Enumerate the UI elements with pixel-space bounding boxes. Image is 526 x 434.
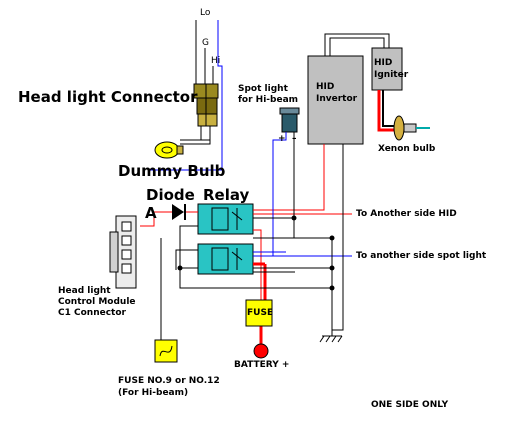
blue-wires (150, 20, 352, 257)
hid-igniter-label-2: Igniter (374, 70, 409, 80)
connector-input-wires (195, 20, 214, 84)
diode-label: Diode (146, 186, 195, 204)
one-side-only-label: ONE SIDE ONLY (371, 400, 449, 410)
headlight-connector-icon (193, 83, 219, 140)
ground-icon (319, 335, 343, 343)
battery-icon (253, 343, 269, 359)
module-label-2: Control Module (58, 297, 136, 307)
hid-invertor-label-1: HID (316, 82, 335, 92)
relay-lower (197, 243, 254, 275)
wire-label-hi: Hi (211, 56, 221, 66)
battery-label: BATTERY + (234, 360, 290, 370)
hid-invertor-box (307, 55, 364, 145)
fuse-label: FUSE (247, 308, 274, 318)
spot-minus-label: – (292, 134, 297, 144)
hid-invertor-label-2: Invertor (316, 94, 358, 104)
diode-icon (172, 204, 186, 220)
spot-light-label: Spot light (238, 84, 288, 94)
headlight-connector-label: Head light Connector (18, 88, 198, 106)
xenon-feed (377, 90, 394, 132)
hid-cable (324, 33, 390, 56)
fuse-block-icon (154, 339, 178, 363)
xenon-bulb-icon (393, 115, 430, 141)
wire-label-lo: Lo (200, 8, 211, 18)
xenon-bulb-label: Xenon bulb (378, 144, 436, 154)
dummy-bulb-label: Dummy Bulb (118, 162, 226, 180)
to-another-spot-label: To another side spot light (356, 251, 487, 261)
hid-igniter-label-1: HID (374, 58, 393, 68)
module-label-3: C1 Connector (58, 308, 126, 318)
fuse-no-label-2: (For Hi-beam) (118, 388, 189, 398)
relay-upper (197, 203, 254, 235)
spot-plus-label: + (278, 134, 286, 144)
red-wires (140, 144, 352, 346)
module-label-1: Head light (58, 286, 111, 296)
point-a-label: A (145, 204, 157, 222)
wire-label-g: G (202, 38, 209, 48)
fuse-no-label-1: FUSE NO.9 or NO.12 (118, 376, 220, 386)
hid-igniter-box (371, 47, 403, 91)
dummy-bulb-icon (154, 139, 211, 159)
relay-label: Relay (203, 186, 250, 204)
inline-fuse-icon (245, 299, 273, 327)
control-module-connector-icon (109, 215, 137, 289)
to-another-hid-label: To Another side HID (356, 209, 457, 219)
spot-light-label-2: for Hi-beam (238, 95, 299, 105)
spot-light-icon (279, 107, 300, 133)
junction-dots (177, 215, 335, 291)
